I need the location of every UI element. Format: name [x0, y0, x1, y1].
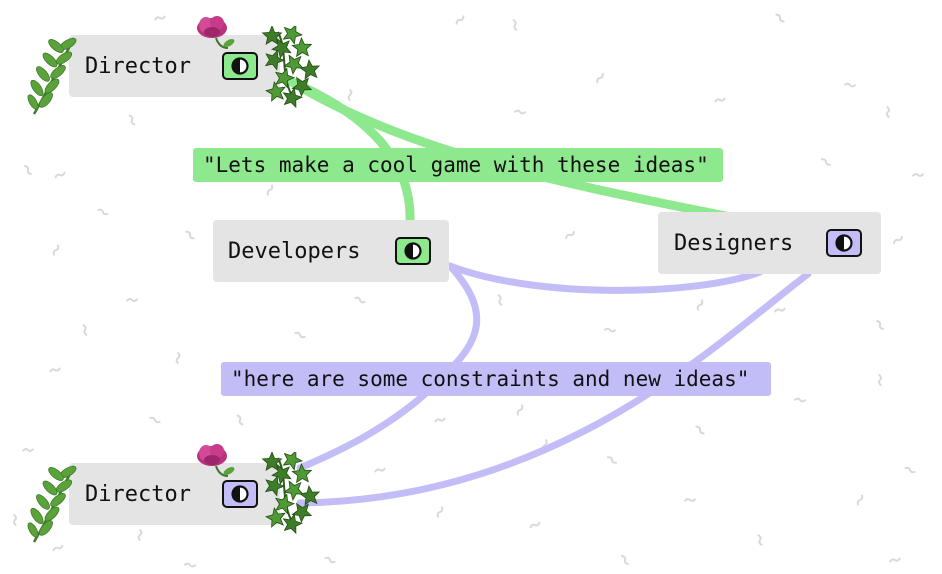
node-label: Director [85, 53, 191, 79]
node-label: Designers [674, 230, 794, 256]
node-designers[interactable]: Designers [658, 212, 881, 274]
leaf-branch-icon [27, 465, 77, 543]
message-text: "Lets make a cool game with these ideas" [203, 153, 709, 177]
flower-icon [197, 16, 235, 49]
connections [287, 77, 812, 507]
link-designers-to-director[interactable] [296, 270, 812, 507]
node-label: Developers [228, 238, 361, 264]
message-text: "here are some constraints and new ideas… [231, 367, 750, 391]
node-label: Director [85, 481, 191, 507]
contrast-icon[interactable] [826, 229, 862, 257]
node-director-bottom[interactable]: Director [69, 463, 280, 525]
ivy-icon [261, 26, 321, 108]
contrast-icon[interactable] [222, 52, 258, 80]
node-director-top[interactable]: Director [69, 35, 280, 97]
contrast-icon[interactable] [222, 480, 258, 508]
ivy-icon [261, 452, 321, 534]
node-developers[interactable]: Developers [213, 220, 449, 282]
contrast-icon[interactable] [395, 237, 431, 265]
link-developers-to-designers[interactable] [446, 262, 764, 294]
flower-icon [197, 444, 235, 477]
leaf-branch-icon [27, 37, 77, 115]
message-label-green[interactable]: "Lets make a cool game with these ideas" [193, 148, 723, 182]
message-label-purple[interactable]: "here are some constraints and new ideas… [221, 362, 771, 396]
